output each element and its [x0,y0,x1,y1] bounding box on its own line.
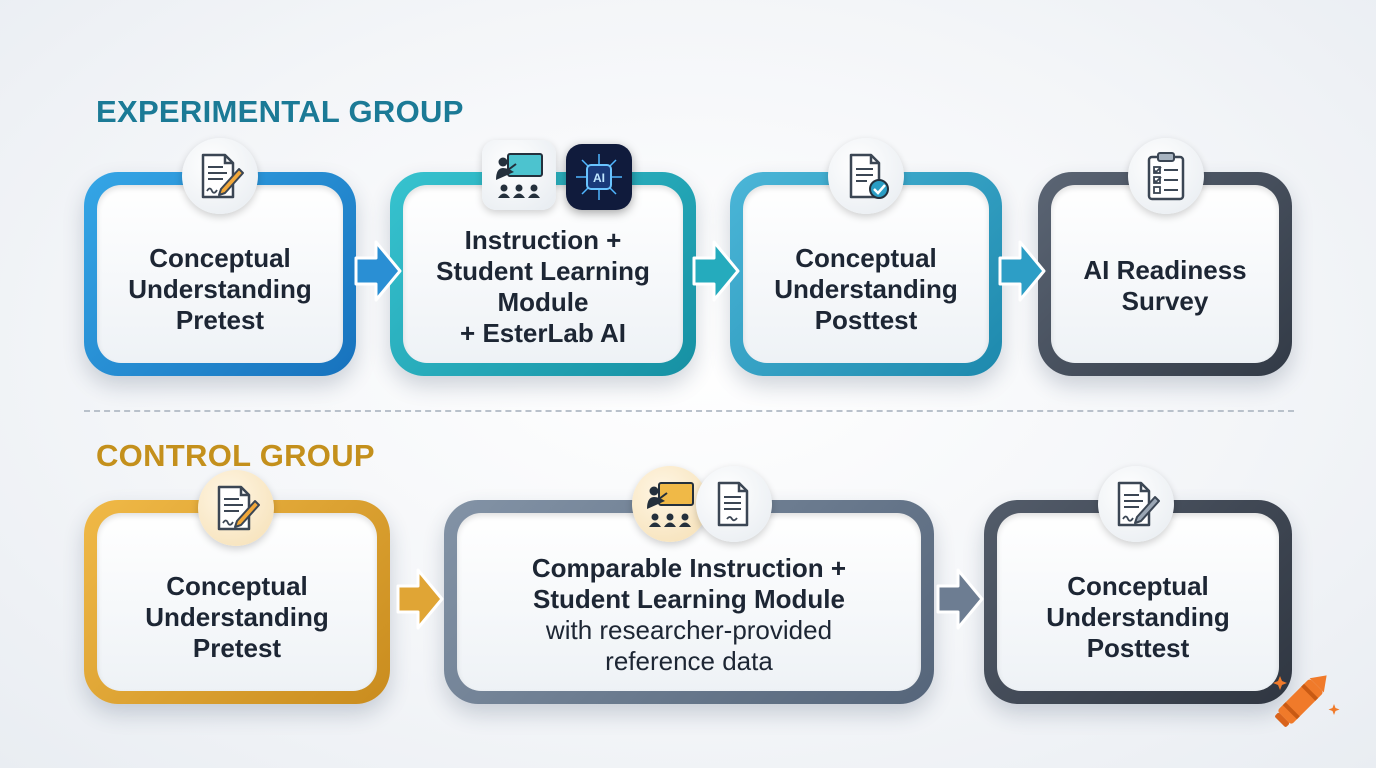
control-group-title: CONTROL GROUP [96,438,375,473]
exp-stage-instruction-line-2: Student Learning [436,256,650,286]
ai-chip-icon: AI [566,144,632,210]
ctrl-stage-instruction-line-3: with researcher-provided [545,615,833,645]
exp-stage-instruction-line-3: Module [497,287,589,317]
exp-stage-pretest-line-2: Understanding [128,273,312,304]
group-divider [84,410,1294,412]
exp-stage-instruction-line-4: + EsterLab AI [460,318,626,348]
ctrl-stage-instruction-line-4: reference data [605,646,773,676]
flow-arrow-icon [998,240,1046,302]
flow-arrow-icon [936,568,984,630]
classroom-presenter-icon [482,140,556,210]
ctrl-stage-posttest: Conceptual Understanding Posttest [984,500,1292,704]
classroom-presenter-icon [632,466,708,542]
exp-stage-pretest-line-1: Conceptual [149,242,291,273]
ctrl-stage-pretest-line-2: Understanding [145,601,329,632]
document-pen-icon [198,470,274,546]
exp-stage-survey-line-2: Survey [1121,286,1209,316]
clipboard-checklist-icon [1128,138,1204,214]
ctrl-stage-instruction: Comparable Instruction + Student Learnin… [444,500,934,704]
ctrl-stage-instruction-line-2: Student Learning Module [533,584,845,614]
flow-arrow-icon [396,568,444,630]
exp-stage-posttest-line-1: Conceptual [795,242,937,273]
exp-stage-survey-line-1: AI Readiness [1083,255,1247,285]
ctrl-stage-posttest-line-1: Conceptual [1067,570,1209,601]
flow-arrow-icon [692,240,740,302]
document-pen-icon [182,138,258,214]
document-check-icon [828,138,904,214]
exp-stage-posttest-line-3: Posttest [814,304,918,335]
ctrl-stage-posttest-line-3: Posttest [1086,632,1190,663]
ai-chip-label: AI [593,171,605,185]
exp-stage-posttest: Conceptual Understanding Posttest [730,172,1002,376]
exp-stage-instruction-line-1: Instruction + [464,225,622,255]
document-pen-icon [1098,466,1174,542]
ctrl-stage-pretest-line-1: Conceptual [166,570,308,601]
ctrl-stage-posttest-line-2: Understanding [1046,601,1230,632]
document-icon [696,466,772,542]
crayon-logo-icon [1262,656,1346,740]
exp-stage-pretest-line-3: Pretest [175,304,265,335]
ctrl-stage-instruction-line-1: Comparable Instruction + [531,553,847,583]
ctrl-stage-pretest-line-3: Pretest [192,632,282,663]
experimental-group-title: EXPERIMENTAL GROUP [96,94,464,129]
exp-stage-posttest-line-2: Understanding [774,273,958,304]
flow-arrow-icon [354,240,402,302]
